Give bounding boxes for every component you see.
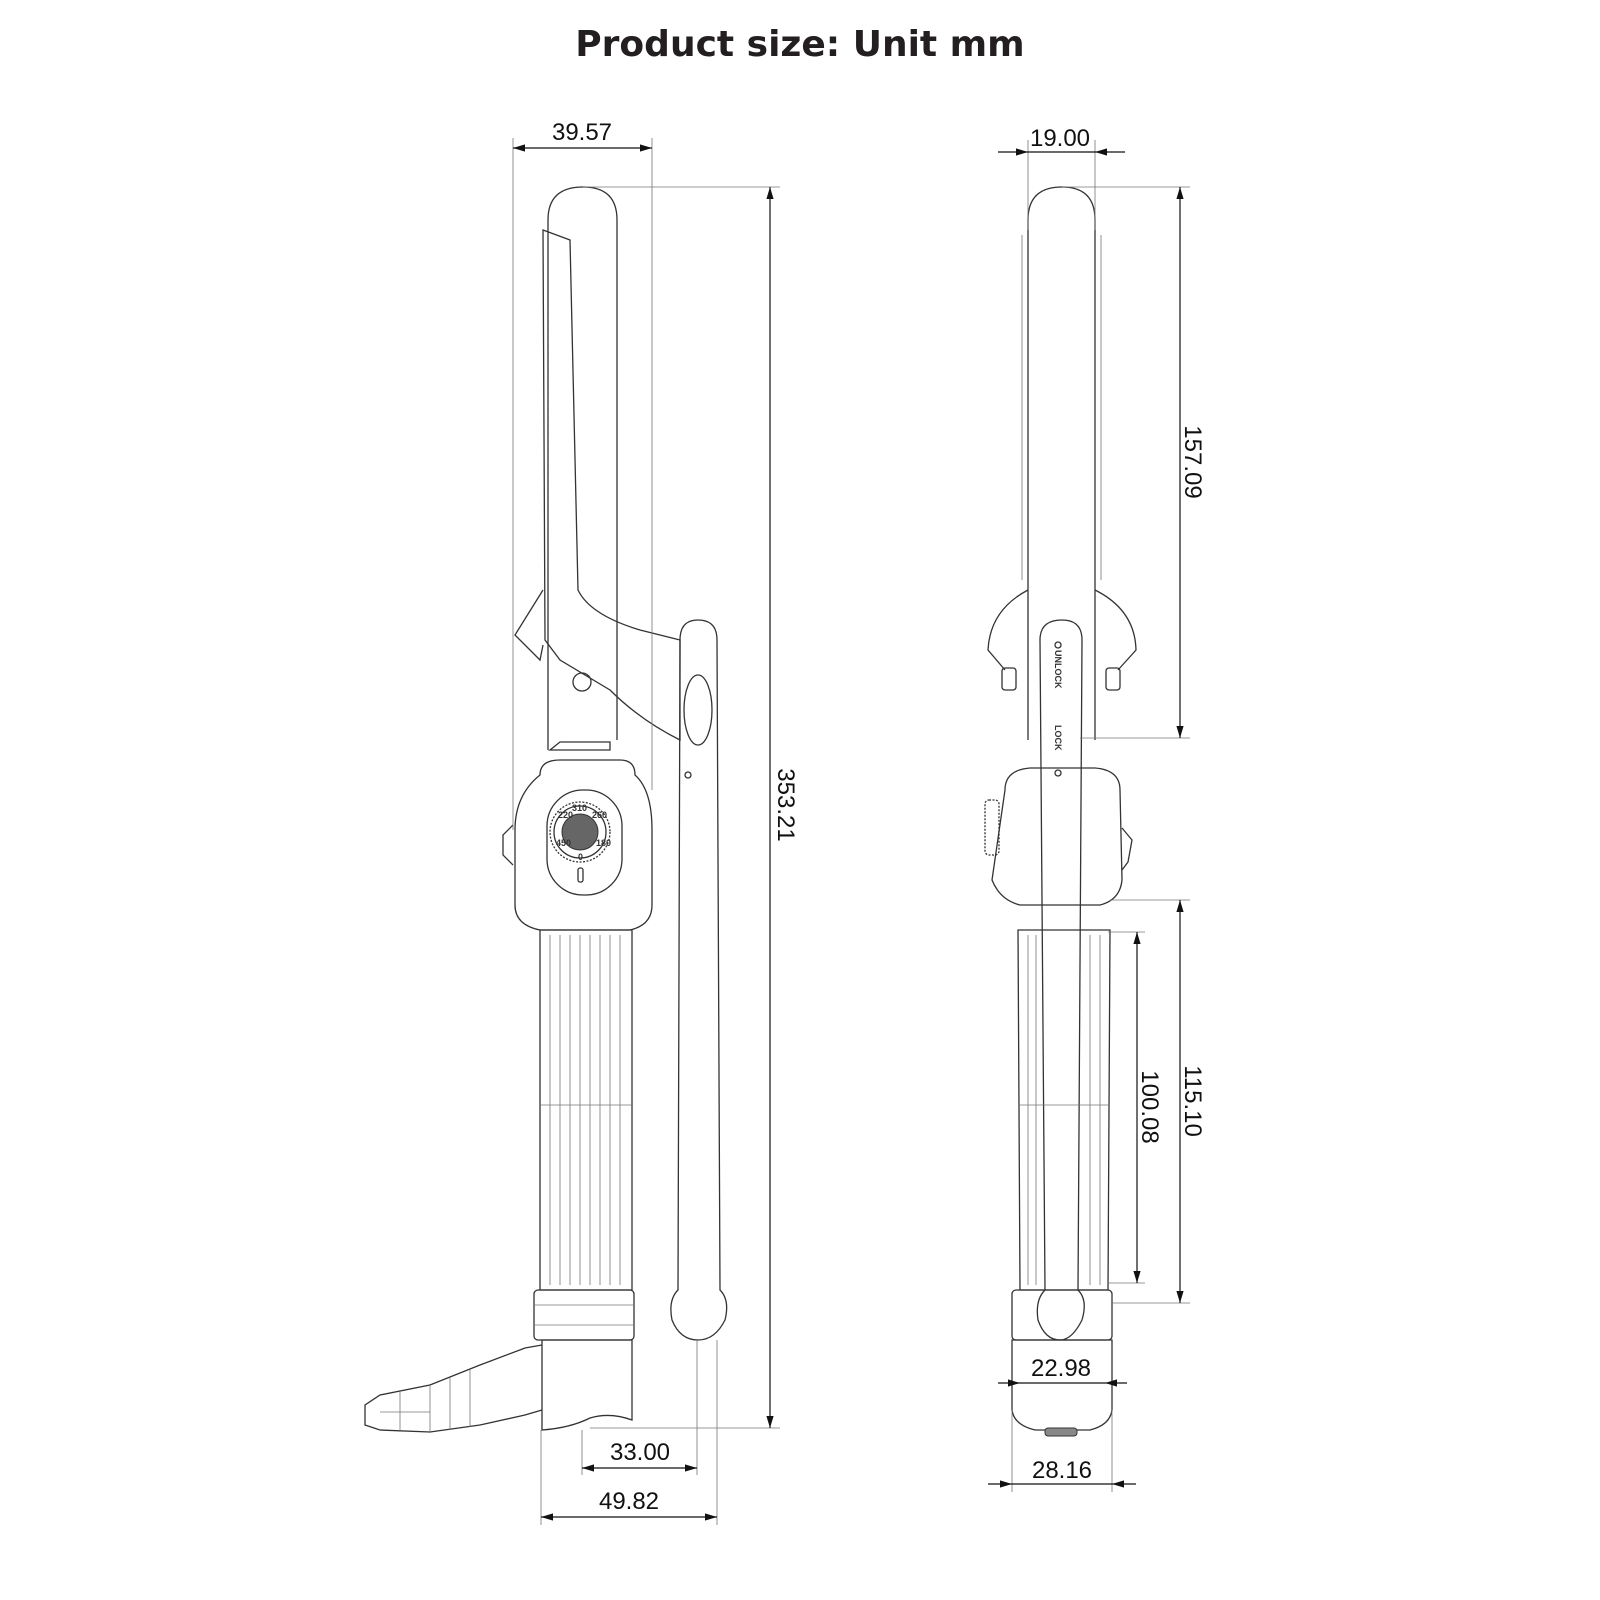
dim-28-16: 28.16 — [1032, 1457, 1092, 1484]
control-head — [514, 759, 653, 931]
right-dimensions: 19.00 157.09 115.10 100.08 22.98 28.16 — [988, 125, 1206, 1492]
unlock-label: UNLOCK — [1053, 650, 1063, 689]
dial-mark: 260 — [592, 810, 607, 820]
dim-19-00: 19.00 — [1030, 125, 1090, 152]
lever — [1036, 619, 1085, 1341]
dial-mark: 220 — [558, 810, 573, 820]
dim-157-09: 157.09 — [1179, 425, 1206, 498]
dial-mark: 0 — [578, 852, 583, 862]
dim-33-00: 33.00 — [610, 1439, 670, 1466]
power-cord — [364, 1344, 543, 1433]
grip-handle — [1017, 929, 1111, 1291]
page-title: Product size: Unit mm — [575, 24, 1025, 65]
dim-115-10: 115.10 — [1179, 1065, 1206, 1137]
dim-100-08: 100.08 — [1136, 1070, 1163, 1143]
grip-handle — [539, 929, 633, 1291]
dim-353-21: 353.21 — [772, 768, 799, 841]
clamp — [542, 229, 681, 742]
dial-mark: 310 — [572, 803, 587, 813]
control-head — [991, 767, 1123, 906]
left-dimensions: 39.57 353.21 33.00 49.82 — [512, 119, 799, 1525]
side-view-curling-iron: 310 220 260 450 180 0 — [364, 186, 728, 1433]
dim-49-82: 49.82 — [599, 1488, 659, 1515]
dim-22-98: 22.98 — [1031, 1355, 1091, 1382]
dial-mark: 180 — [596, 838, 611, 848]
base — [541, 1339, 633, 1431]
dim-39-57: 39.57 — [552, 119, 612, 146]
clamp-ring — [987, 589, 1137, 671]
lock-label: LOCK — [1053, 725, 1063, 751]
stand — [670, 619, 728, 1341]
front-view-curling-iron: UNLOCK LOCK — [984, 186, 1137, 1437]
base — [1011, 1339, 1113, 1431]
dial-mark: 450 — [556, 838, 571, 848]
temperature-dial[interactable]: 310 220 260 450 180 0 — [549, 801, 611, 863]
